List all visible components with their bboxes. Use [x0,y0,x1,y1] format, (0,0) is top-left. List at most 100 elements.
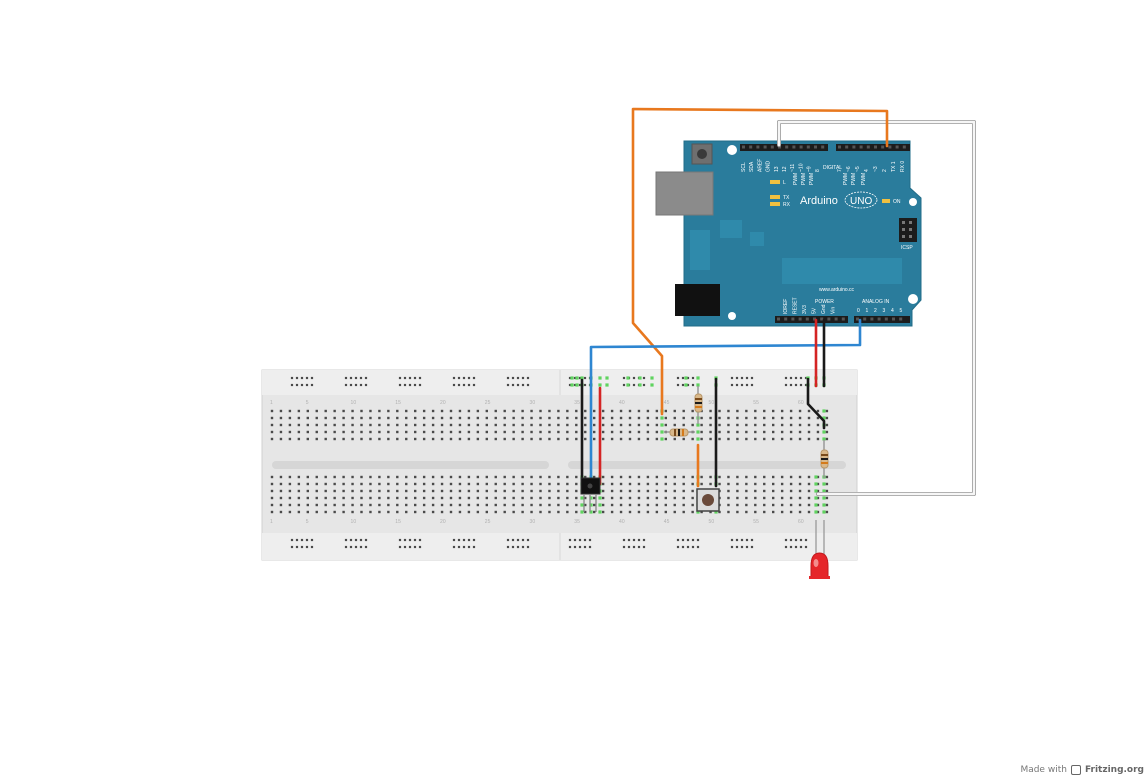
hole [387,489,390,493]
rail-hole [310,376,314,380]
hole [709,430,712,434]
hole [593,416,596,420]
rail-hole [622,538,626,542]
hole [682,475,685,479]
hole [503,409,506,413]
hole [521,503,524,507]
hole [646,482,650,486]
hole [288,503,292,507]
rail-hole [472,545,476,549]
hole [342,489,345,493]
pin-label: 3V3 [802,305,808,314]
breadboard-column-numbers: 1155101015152020252530303535404045455050… [270,400,804,525]
connected-hole [650,376,654,380]
pin-label: ~6 [846,166,852,172]
hole [548,409,551,413]
hole [396,430,399,434]
rail-hole [310,538,314,542]
hole [548,475,551,479]
hole [378,437,381,441]
hole [700,437,703,441]
hole [584,510,587,514]
hole [807,430,811,434]
rail-hole [462,376,466,380]
hole [789,510,793,514]
hole [405,423,408,427]
hole [727,496,730,500]
connected-hole [814,496,818,500]
header-pin [777,317,780,321]
hole [548,430,551,434]
hole [530,510,533,514]
breadboard: 1155101015152020252530303535404045455050… [261,369,858,561]
rail-hole [526,538,530,542]
hole [521,475,524,479]
rail-hole [568,545,572,549]
analog-pin-label: 2 [874,308,877,314]
rail-hole [745,383,749,387]
rail-hole [632,383,636,387]
hole [763,423,766,427]
rail-hole [578,538,582,542]
rail-hole [789,545,793,549]
hole [279,423,283,427]
hole [494,409,497,413]
hole [315,437,318,441]
rail-hole [627,538,631,542]
column-number: 60 [798,400,804,406]
rail-hole [784,545,788,549]
icsp-header [899,218,917,242]
rail-hole [349,376,353,380]
rail-hole [408,538,412,542]
rail-hole [799,376,803,380]
hole [539,409,542,413]
hole [396,496,399,500]
header-pin [821,145,825,149]
hole [548,423,551,427]
hole [422,475,426,479]
hole [789,482,793,486]
hole [691,423,694,427]
hole [378,482,381,486]
hole [557,430,560,434]
hole [485,437,488,441]
header-pin [749,145,753,149]
hole [655,496,659,500]
hole [378,409,381,413]
hole [467,430,471,434]
hole [503,475,506,479]
hole [449,503,453,507]
hole [682,489,685,493]
hole [530,475,533,479]
hole [825,430,829,434]
rail-hole [344,538,348,542]
column-number: 45 [664,400,670,406]
hole [736,437,739,441]
rail-hole [691,376,695,380]
hole [709,437,712,441]
hole [763,475,766,479]
fritzing-logo-icon [1070,765,1081,775]
hole [476,496,480,500]
hole [673,496,676,500]
hole [369,409,372,413]
hole [431,475,435,479]
connected-hole [684,383,688,387]
hole [619,437,623,441]
hole [727,489,730,493]
connected-hole [814,510,818,514]
pin-label: 7 [837,169,843,172]
mount-hole-1 [727,145,737,155]
rail-hole [794,383,798,387]
hole [530,489,533,493]
hole [414,437,417,441]
analog-pin-label: 4 [891,308,894,314]
hole [422,409,426,413]
rail-hole [467,545,471,549]
hole [566,430,569,434]
header-pin [791,317,795,321]
rail-hole [583,545,587,549]
hole [798,437,802,441]
rail-hole [676,538,680,542]
hole [512,437,515,441]
